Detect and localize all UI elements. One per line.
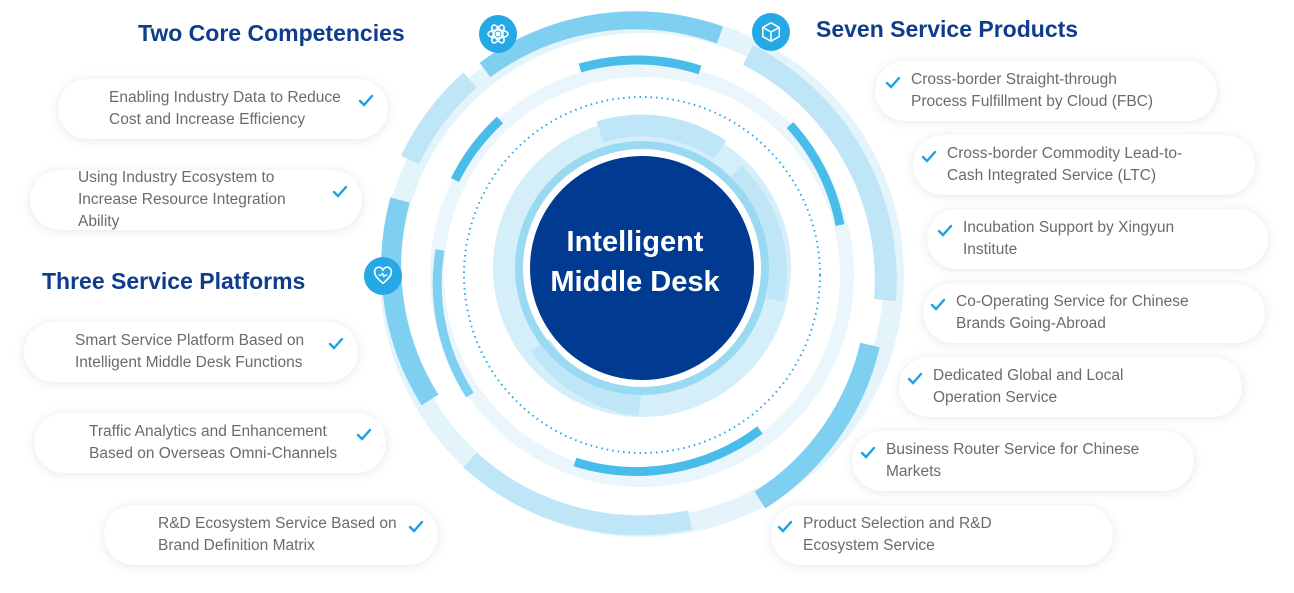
check-icon bbox=[930, 298, 946, 311]
service-platforms-heading: Three Service Platforms bbox=[42, 268, 306, 294]
product-item-label: Cross-border Straight-through Process Fu… bbox=[911, 71, 1154, 110]
center-label: Intelligent Middle Desk bbox=[550, 226, 720, 298]
product-item-label: Incubation Support by Xingyun Institute bbox=[963, 219, 1175, 258]
check-icon bbox=[860, 446, 876, 459]
product-item-label: Business Router Service for Chinese Mark… bbox=[886, 441, 1140, 480]
product-item-label: Dedicated Global and Local Operation Ser… bbox=[933, 367, 1124, 406]
heart-icon bbox=[364, 257, 402, 295]
competency-item-label: Using Industry Ecosystem to Increase Res… bbox=[78, 169, 286, 230]
platform-item-label: Smart Service Platform Based on Intellig… bbox=[75, 332, 305, 371]
product-item: Product Selection and R&D Ecosystem Serv… bbox=[771, 505, 1113, 565]
check-icon bbox=[358, 94, 374, 107]
product-item-label: Co-Operating Service for Chinese Brands … bbox=[956, 293, 1189, 332]
product-item-label: Product Selection and R&D Ecosystem Serv… bbox=[803, 515, 992, 554]
platform-item-label: R&D Ecosystem Service Based on Brand Def… bbox=[158, 515, 397, 554]
core-competencies-heading: Two Core Competencies bbox=[138, 20, 405, 46]
product-item: Cross-border Commodity Lead-to- Cash Int… bbox=[913, 135, 1255, 195]
check-icon bbox=[356, 428, 372, 441]
product-item-label: Cross-border Commodity Lead-to- Cash Int… bbox=[947, 145, 1183, 184]
check-icon bbox=[937, 224, 953, 237]
platform-item-label: Traffic Analytics and Enhancement Based … bbox=[89, 423, 338, 462]
product-item: Cross-border Straight-through Process Fu… bbox=[875, 61, 1217, 121]
service-products-heading: Seven Service Products bbox=[816, 16, 1079, 42]
platform-item: R&D Ecosystem Service Based on Brand Def… bbox=[104, 505, 438, 565]
check-icon bbox=[408, 520, 424, 533]
platform-item: Traffic Analytics and Enhancement Based … bbox=[34, 413, 386, 473]
center-disc bbox=[530, 156, 754, 380]
atom-icon bbox=[479, 15, 517, 53]
check-icon bbox=[921, 150, 937, 163]
platform-item: Smart Service Platform Based on Intellig… bbox=[24, 322, 358, 382]
cube-icon bbox=[752, 13, 790, 51]
check-icon bbox=[907, 372, 923, 385]
product-item: Business Router Service for Chinese Mark… bbox=[852, 431, 1194, 491]
check-icon bbox=[332, 185, 348, 198]
competency-item-label: Enabling Industry Data to Reduce Cost an… bbox=[109, 89, 341, 128]
competency-item: Enabling Industry Data to Reduce Cost an… bbox=[58, 79, 388, 139]
check-icon bbox=[885, 76, 901, 89]
check-icon bbox=[777, 520, 793, 533]
product-item: Co-Operating Service for Chinese Brands … bbox=[923, 283, 1265, 343]
product-item: Incubation Support by Xingyun Institute bbox=[927, 209, 1268, 269]
competency-item: Using Industry Ecosystem to Increase Res… bbox=[30, 169, 362, 230]
check-icon bbox=[328, 337, 344, 350]
product-item: Dedicated Global and Local Operation Ser… bbox=[899, 357, 1242, 417]
